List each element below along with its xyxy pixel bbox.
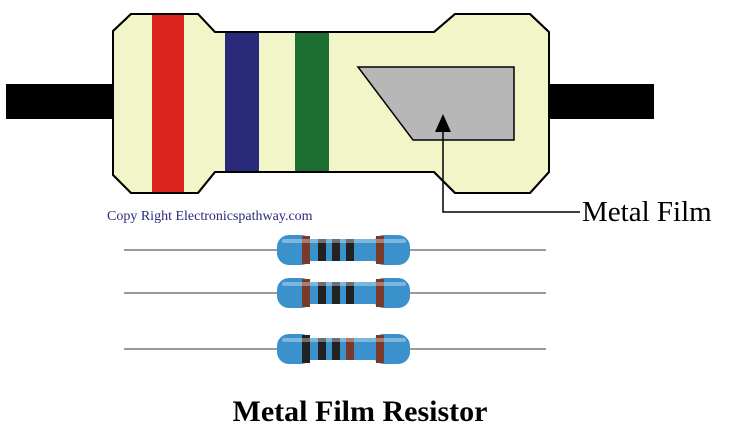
page-title: Metal Film Resistor	[233, 395, 488, 428]
photo-resistor-band	[318, 282, 326, 304]
copyright-text: Copy Right Electronicspathway.com	[107, 209, 313, 224]
photo-resistor-band	[346, 282, 354, 304]
photo-resistor	[124, 334, 546, 364]
photo-resistor-band	[346, 338, 354, 360]
photo-resistor-highlight	[282, 338, 406, 342]
photo-resistor-band	[376, 335, 384, 363]
photo-resistor	[124, 278, 546, 308]
photo-resistor-highlight	[282, 282, 406, 286]
photo-resistor-band	[332, 282, 340, 304]
photo-resistors	[124, 235, 546, 364]
left-lead	[6, 84, 116, 119]
metal-film-cutaway	[356, 66, 515, 141]
photo-resistor-band	[346, 239, 354, 261]
callout-arrowhead	[435, 114, 451, 132]
photo-resistor-band	[318, 239, 326, 261]
color-band-3	[295, 32, 329, 172]
callout-label: Metal Film	[582, 196, 712, 228]
photo-resistor-band	[376, 279, 384, 307]
photo-resistor-band	[318, 338, 326, 360]
color-band-1	[152, 14, 184, 193]
color-band-2	[225, 32, 259, 172]
callout-line	[442, 132, 580, 213]
photo-resistor-band	[332, 338, 340, 360]
resistor-body-outline	[112, 13, 550, 194]
photo-resistor	[124, 235, 546, 265]
photo-resistor-band	[302, 335, 310, 363]
photo-resistor-band	[302, 279, 310, 307]
photo-resistor-band	[332, 239, 340, 261]
photo-resistor-band	[302, 236, 310, 264]
photo-resistor-band	[376, 236, 384, 264]
photo-resistor-highlight	[282, 239, 406, 243]
